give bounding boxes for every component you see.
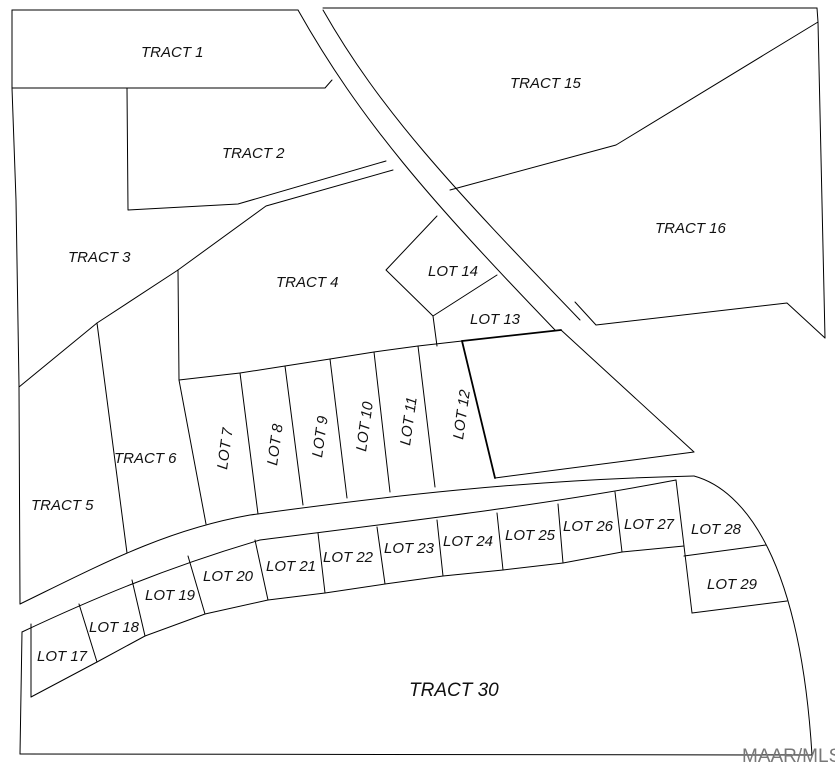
lot-28-29-divider	[683, 544, 767, 557]
lot-21-22-divider	[317, 532, 326, 594]
lot-13-south-line	[461, 329, 562, 342]
lot-10-11-divider	[373, 351, 391, 493]
main-road-east-edge	[322, 9, 581, 321]
parcel-boundaries	[11, 7, 826, 756]
lot-13-label: LOT 13	[470, 311, 521, 328]
lot-11-label: LOT 11	[397, 396, 421, 447]
lot-29-west-line	[683, 545, 693, 614]
tract-16-south-line	[574, 301, 826, 339]
lot-7-8-divider	[239, 372, 259, 515]
lot-19-20-divider	[187, 555, 206, 615]
lot-25-26-divider	[557, 503, 564, 564]
tract-15-east-line	[816, 7, 819, 23]
lot-20-21-divider	[254, 539, 269, 601]
lot-9-label: LOT 9	[309, 414, 332, 458]
lot-7-west-line	[178, 379, 207, 525]
tract-4-label: TRACT 4	[276, 274, 339, 291]
tract-6-label: TRACT 6	[114, 450, 177, 467]
lot-29-label: LOT 29	[707, 576, 758, 593]
tract-east-triangle-south	[494, 451, 695, 479]
lot-26-label: LOT 26	[563, 518, 614, 535]
lot-26-27-divider	[614, 491, 623, 553]
tract-5-6-divider	[96, 322, 128, 554]
lot-17-label: LOT 17	[37, 648, 88, 665]
main-road-west-edge	[297, 9, 556, 331]
tract-30-label: TRACT 30	[409, 680, 499, 701]
lot-7-label: LOT 7	[214, 426, 237, 470]
tract-1-label: TRACT 1	[141, 44, 204, 61]
lot-18-19-divider	[131, 579, 146, 637]
tract-30-west-line	[19, 631, 23, 755]
lot-13-west-line	[432, 315, 438, 347]
tract-1-boundary	[11, 9, 333, 89]
lot-8-label: LOT 8	[264, 422, 287, 466]
lot-27-label: LOT 27	[624, 516, 675, 533]
lot-8-9-divider	[284, 365, 304, 506]
lot-23-24-divider	[436, 519, 444, 577]
lot-29-south-line	[691, 600, 788, 614]
lot-14-label: LOT 14	[428, 263, 478, 280]
lot-20-label: LOT 20	[203, 568, 254, 585]
lot-22-label: LOT 22	[323, 549, 374, 566]
tract-east-triangle-line	[560, 329, 695, 453]
lot-23-label: LOT 23	[384, 540, 435, 557]
tract-5-label: TRACT 5	[31, 497, 94, 514]
lot-19-label: LOT 19	[145, 587, 196, 604]
lot-12-label: LOT 12	[450, 388, 474, 441]
lot-22-23-divider	[376, 526, 386, 585]
cross-road-north-edge	[19, 475, 695, 605]
lot-28-label: LOT 28	[691, 521, 742, 538]
lots-17-27-south-line	[30, 545, 685, 698]
tract-2-boundary	[126, 87, 387, 211]
tract-2-label: TRACT 2	[222, 145, 285, 162]
parcel-labels: TRACT 1 TRACT 2 TRACT 3 TRACT 4 TRACT 5 …	[31, 44, 758, 701]
lot-24-label: LOT 24	[443, 533, 493, 550]
west-boundary	[11, 87, 21, 605]
lot-21-label: LOT 21	[266, 558, 316, 575]
lot-17-18-divider	[78, 603, 98, 663]
tract-30-south-line	[19, 753, 813, 756]
lot-9-10-divider	[329, 358, 348, 499]
lot-11-12-divider	[417, 345, 436, 488]
cross-road-south-edge	[21, 479, 677, 633]
tract-15-label: TRACT 15	[510, 75, 582, 92]
lot-10-label: LOT 10	[353, 400, 377, 453]
lot-12-east-line	[461, 340, 496, 479]
lot-14-boundary	[385, 215, 498, 317]
lot-27-28-divider	[675, 479, 685, 547]
tract-16-label: TRACT 16	[655, 220, 727, 237]
watermark: MAAR/MLS	[742, 746, 835, 767]
lot-25-label: LOT 25	[505, 527, 556, 544]
tract-4-west-line	[177, 269, 180, 381]
lot-24-25-divider	[496, 512, 504, 571]
tract-15-16-divider	[449, 21, 826, 339]
tract-30-east-boundary	[693, 475, 813, 756]
tract-3-label: TRACT 3	[68, 249, 131, 266]
lot-18-label: LOT 18	[89, 619, 140, 636]
